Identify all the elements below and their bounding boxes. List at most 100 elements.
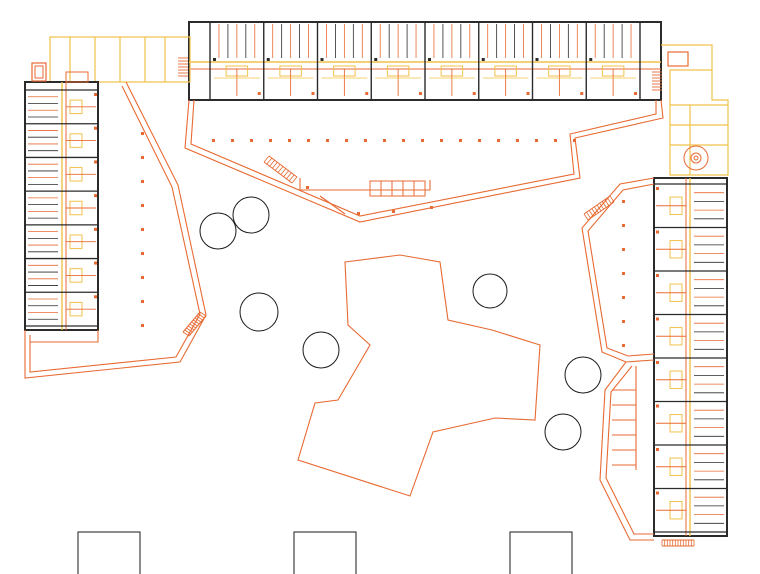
tree xyxy=(472,273,508,309)
pavilions xyxy=(77,531,573,574)
courtyard-column xyxy=(212,139,215,142)
east-wing-units xyxy=(654,183,727,533)
north-column xyxy=(374,58,378,61)
terraces xyxy=(49,36,729,176)
courtyard-column xyxy=(573,139,576,142)
courtyard-column xyxy=(402,139,405,142)
stairs xyxy=(182,155,695,547)
west-column xyxy=(94,160,97,164)
courtyard-column xyxy=(141,132,144,135)
central-pond xyxy=(297,254,541,497)
west-kiosk-inner xyxy=(34,65,44,79)
north-courtyard-ledge-2 xyxy=(319,195,346,215)
west-column xyxy=(94,126,97,130)
tree xyxy=(302,331,340,369)
east-column xyxy=(656,230,659,234)
north-column xyxy=(481,58,485,61)
courtyard-column xyxy=(497,139,500,142)
stair-north-tread xyxy=(277,166,284,173)
east-column xyxy=(656,448,659,451)
southeast-wall-outer xyxy=(599,361,654,541)
tree xyxy=(232,196,270,234)
spiral-stair-inner xyxy=(690,152,702,164)
stair-east-tread xyxy=(607,197,612,205)
stair-east-tread xyxy=(609,195,615,203)
east-courtyard-wall-inner xyxy=(587,183,655,357)
stair-east-tread xyxy=(599,202,604,210)
tree xyxy=(564,356,602,394)
courtyard-column xyxy=(622,200,625,203)
courtyard-column xyxy=(516,139,519,142)
stair-north-tread xyxy=(266,157,273,165)
courtyard-column xyxy=(288,139,291,142)
courtyard-column xyxy=(478,139,481,142)
stair-west-tread xyxy=(187,325,195,331)
courtyard-column xyxy=(622,224,625,227)
stair-west-tread xyxy=(184,329,191,335)
north-column xyxy=(266,58,270,61)
north-column xyxy=(580,92,584,95)
tree xyxy=(199,212,237,250)
stair-north-tread xyxy=(286,172,292,180)
stair-west-tread xyxy=(189,323,197,329)
stair-north-tread xyxy=(288,174,295,182)
courtyard-column xyxy=(440,139,443,142)
courtyard-column xyxy=(622,272,625,275)
stair-west-tread xyxy=(186,327,193,333)
courtyard-column xyxy=(269,139,272,142)
east-column xyxy=(656,491,659,495)
west-courtyard-wall-outer xyxy=(24,81,207,379)
north-column xyxy=(365,92,369,95)
stair-north-tread xyxy=(272,162,278,169)
spiral-stair-outer xyxy=(683,145,709,171)
courtyard-column xyxy=(535,139,538,142)
courtyard-column xyxy=(554,139,557,142)
east-column xyxy=(656,404,659,408)
stair-west-tread xyxy=(199,311,207,317)
stair-west-tread xyxy=(194,317,202,323)
perimeter-walls xyxy=(24,81,664,541)
tree xyxy=(239,292,279,332)
north-column xyxy=(472,92,476,95)
east-kiosk xyxy=(667,51,689,67)
east-column xyxy=(656,274,659,277)
stair-east-tread xyxy=(596,204,602,212)
southeast-partitions xyxy=(612,389,636,466)
stair-west-tread xyxy=(196,315,203,321)
west-wing-units xyxy=(25,89,98,327)
bench-block xyxy=(369,180,426,197)
stair-east-tread xyxy=(604,199,610,206)
courtyard-column xyxy=(250,139,253,142)
tree xyxy=(544,413,582,451)
stair-north-tread xyxy=(274,164,281,171)
north-column xyxy=(589,58,593,61)
north-column xyxy=(213,58,216,61)
west-wing xyxy=(24,62,99,331)
pavilion-2 xyxy=(293,531,357,574)
stair-east-tread xyxy=(591,208,597,215)
west-column xyxy=(94,295,97,299)
courtyard-column xyxy=(622,344,625,347)
north-courtyard-wall-inner xyxy=(190,99,657,217)
courtyard-column xyxy=(364,139,367,142)
stair-east-tread xyxy=(594,206,599,214)
stair-east-tread xyxy=(588,210,594,217)
east-wing xyxy=(653,177,728,537)
west-column xyxy=(94,227,97,231)
north-column xyxy=(428,58,431,61)
stair-west-tread xyxy=(198,313,205,319)
west-courtyard-ledge xyxy=(30,330,99,343)
courtyard-column xyxy=(622,320,625,323)
north-courtyard-ledge xyxy=(299,178,431,191)
stair-north-tread xyxy=(269,159,275,167)
north-column xyxy=(634,92,637,95)
north-courtyard-wall-outer xyxy=(184,99,664,223)
terrace-east xyxy=(661,44,729,176)
west-stair-top xyxy=(65,71,89,83)
courtyard-column xyxy=(383,139,386,142)
east-column xyxy=(656,187,659,190)
west-column xyxy=(94,93,97,96)
courtyard-column xyxy=(141,156,144,159)
stair-west-tread xyxy=(192,319,200,325)
